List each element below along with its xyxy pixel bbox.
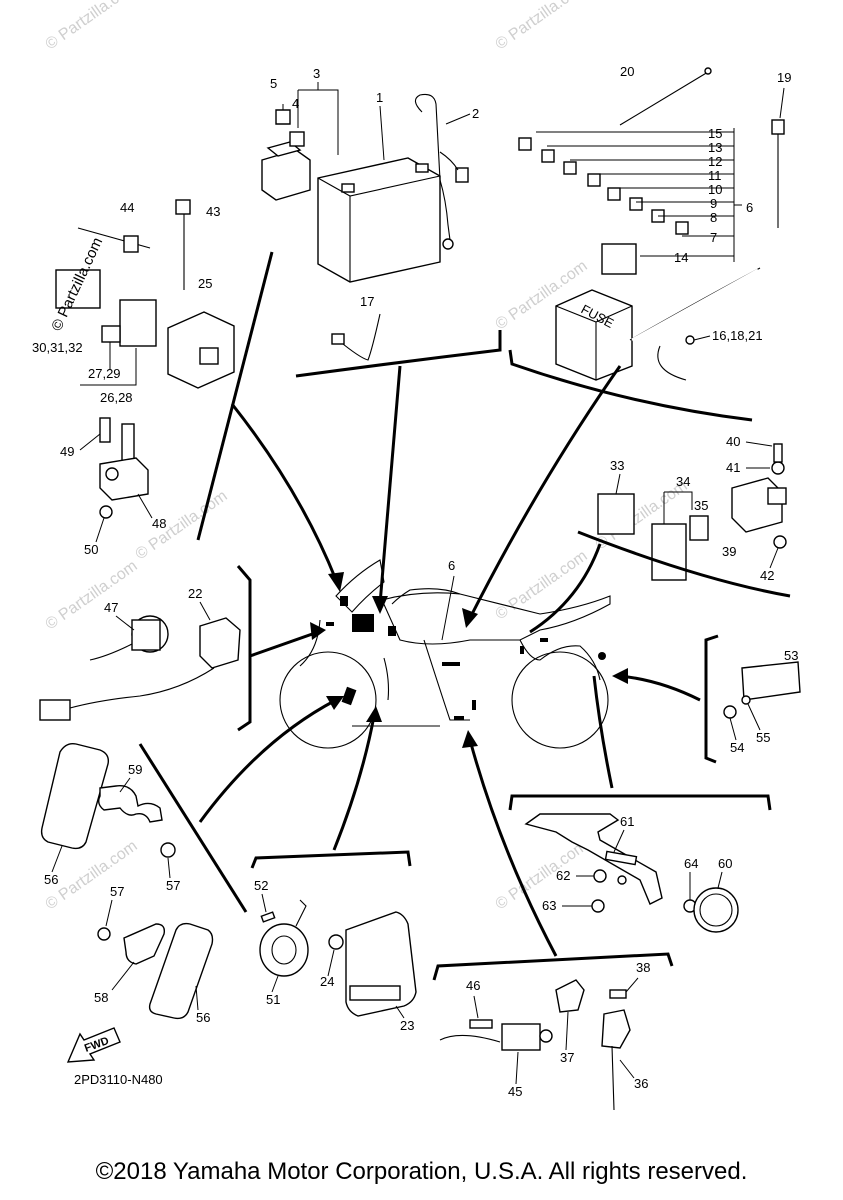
part-label: 64: [684, 856, 698, 871]
part-label: 42: [760, 568, 774, 583]
part-label: 33: [610, 458, 624, 473]
part-label: 51: [266, 992, 280, 1007]
part-label: 1: [376, 90, 383, 105]
part-label: 36: [634, 1076, 648, 1091]
part-label: 25: [198, 276, 212, 291]
part-label: 19: [777, 70, 791, 85]
part-label: 60: [718, 856, 732, 871]
part-label: 54: [730, 740, 744, 755]
part-label: 58: [94, 990, 108, 1005]
part-label: 30,31,32: [32, 340, 83, 355]
part-label: 61: [620, 814, 634, 829]
part-label: 10: [708, 182, 722, 197]
fuse-box: [555, 289, 633, 381]
part-label: 17: [360, 294, 374, 309]
part-label: 5: [270, 76, 277, 91]
part-label: 49: [60, 444, 74, 459]
horn: [259, 899, 309, 977]
part-label: 41: [726, 460, 740, 475]
socket-group: [39, 615, 241, 721]
document-number: 2PD3110-N480: [74, 1072, 163, 1087]
part-label: 38: [636, 960, 650, 975]
watermark: © Partzilla.com: [43, 558, 141, 634]
part-label: 2: [472, 106, 479, 121]
part-label: 35: [694, 498, 708, 513]
copyright-notice: ©2018 Yamaha Motor Corporation, U.S.A. A…: [95, 1158, 748, 1185]
part-label: 7: [710, 230, 717, 245]
part-label: 45: [508, 1084, 522, 1099]
part-label: 26,28: [100, 390, 133, 405]
part-label: 62: [556, 868, 570, 883]
part-label: 4: [292, 96, 299, 111]
part-label: 11: [708, 168, 722, 183]
part-label: 39: [722, 544, 736, 559]
watermark: © Partzilla.com: [493, 548, 591, 624]
part-label: 52: [254, 878, 268, 893]
part-label: 47: [104, 600, 118, 615]
part-label: 6: [448, 558, 455, 573]
part-label: 46: [466, 978, 480, 993]
part-label: 12: [708, 154, 722, 169]
reflector-rear-left: [97, 922, 214, 1020]
part-label: 63: [542, 898, 556, 913]
fuse-group: FUSE: [518, 67, 785, 381]
part-label: 48: [152, 516, 166, 531]
part-label: 3: [313, 66, 320, 81]
ecu: [328, 911, 417, 1017]
part-label: 15: [708, 126, 722, 141]
reflector-front: [40, 742, 176, 858]
part-label: 43: [206, 204, 220, 219]
part-label: 50: [84, 542, 98, 557]
callout-lines: [198, 365, 701, 957]
relay-group-right: [597, 443, 787, 581]
part-label: 56: [44, 872, 58, 887]
part-label: 20: [620, 64, 634, 79]
speed-sensor: [99, 417, 149, 519]
watermark: © Partzilla.com: [493, 0, 591, 53]
watermark: © Partzilla.com: [133, 488, 231, 564]
part-label: 24: [320, 974, 334, 989]
part-label: 23: [400, 1018, 414, 1033]
battery: [317, 157, 441, 283]
reflector-right: [723, 661, 801, 719]
sensor-group: [439, 979, 631, 1111]
part-label: 55: [756, 730, 770, 745]
part-label: 14: [674, 250, 688, 265]
part-label: 27,29: [88, 366, 121, 381]
part-label: 8: [710, 210, 717, 225]
relay-group-left: [55, 199, 235, 389]
part-label: 44: [120, 200, 134, 215]
motorcycle-silhouette: [279, 559, 611, 749]
part-label: 16,18,21: [712, 328, 763, 343]
fwd-arrow-icon: FWD: [66, 1027, 121, 1063]
part-label: 57: [166, 878, 180, 893]
part-label: 6: [746, 200, 753, 215]
part-label: 40: [726, 434, 740, 449]
part-label: 13: [708, 140, 722, 155]
part-label: 56: [196, 1010, 210, 1025]
part-label: 22: [188, 586, 202, 601]
part-label: 57: [110, 884, 124, 899]
part-label: 34: [676, 474, 690, 489]
battery-group: [261, 93, 469, 283]
part-label: 53: [784, 648, 798, 663]
part-label: 37: [560, 1050, 574, 1065]
starter-relay: [261, 149, 311, 201]
watermark: © Partzilla.com: [43, 0, 141, 53]
part-label: 9: [710, 196, 717, 211]
part-label: 59: [128, 762, 142, 777]
